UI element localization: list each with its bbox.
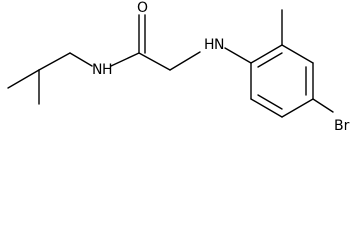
- amide-nitrogen-label: N: [92, 62, 102, 78]
- bond-ring-bromine: [312, 98, 334, 113]
- ring-inner-bond-3: [257, 94, 283, 110]
- bond-ch2-to-amine-n: [169, 51, 201, 71]
- ring-bond-1: [250, 44, 283, 64]
- chemical-structure: O N H N H Br: [7, 0, 350, 134]
- oxygen-atom-label: O: [137, 0, 148, 16]
- bond-amine-n-to-ring: [224, 47, 252, 64]
- amine-nitrogen-label: N: [214, 37, 224, 53]
- ring-bond-2: [281, 44, 314, 64]
- amide-hydrogen-label: H: [102, 62, 113, 78]
- ring-bond-4: [281, 98, 314, 118]
- bond-carbonyl-to-ch2: [138, 52, 171, 71]
- bond-amide-n-to-carbonyl: [110, 52, 140, 67]
- ring-inner-bond-1: [257, 52, 283, 68]
- ring-bond-5: [250, 98, 283, 118]
- bond-ch-to-ch2: [38, 52, 71, 71]
- bromine-atom-label: Br: [334, 118, 350, 134]
- bond-ch2-to-amide-n: [69, 52, 93, 67]
- structure-canvas: O N H N H Br: [7, 0, 350, 134]
- amine-hydrogen-label: H: [204, 37, 215, 53]
- bond-methyl-left: [7, 69, 40, 89]
